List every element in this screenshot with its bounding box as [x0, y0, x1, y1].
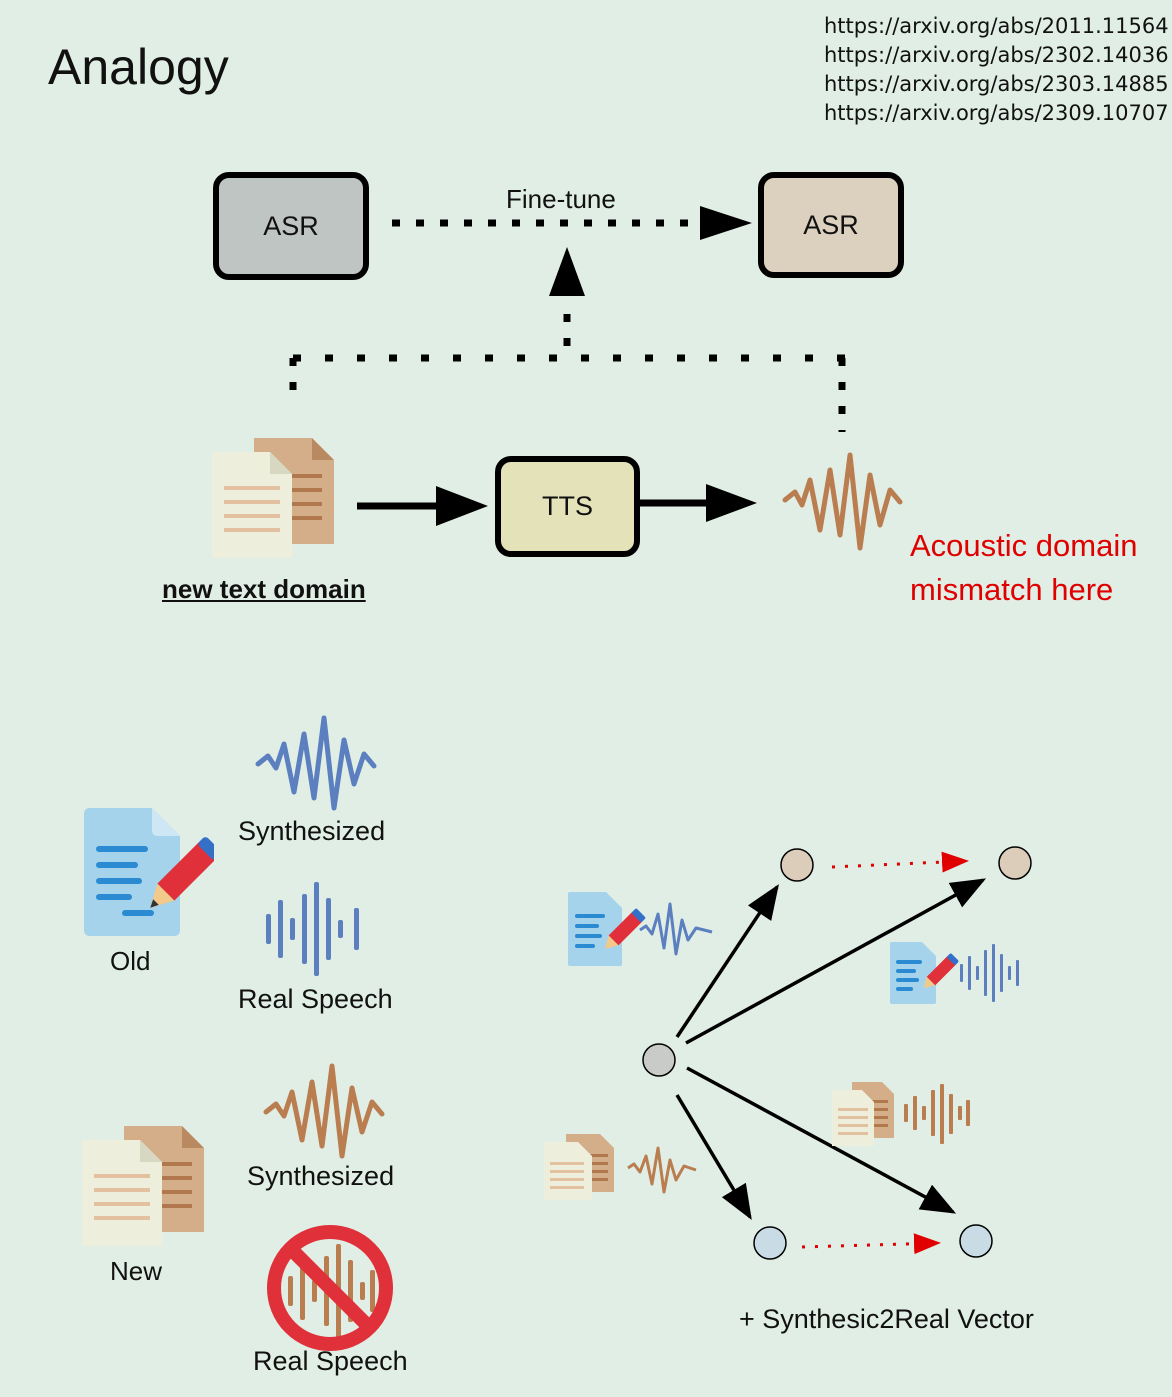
asr-target-label: ASR	[803, 209, 859, 240]
reference-link[interactable]: https://arxiv.org/abs/2302.14036	[824, 43, 1169, 67]
vector-caption: + Synthesic2Real Vector	[739, 1304, 1034, 1334]
page-title: Analogy	[48, 39, 229, 95]
asr-target-box: ASR	[758, 172, 904, 278]
tts-box: TTS	[495, 456, 640, 557]
legend-new-label: New	[110, 1256, 163, 1286]
waveform-icon	[263, 1063, 385, 1159]
up-arrowhead	[549, 247, 585, 296]
document-stack-icon	[82, 1126, 204, 1246]
node-origin	[642, 1043, 676, 1077]
node-old-real	[998, 846, 1032, 880]
vector-arrow-4	[675, 1094, 752, 1221]
node-new-real	[959, 1224, 993, 1258]
finetune-label: Fine-tune	[506, 184, 616, 214]
sound-bars-icon	[266, 882, 359, 976]
reference-link[interactable]: https://arxiv.org/abs/2303.14885	[824, 72, 1169, 96]
legend-new-synth-label: Synthesized	[247, 1161, 395, 1191]
old-real-icon-pair	[890, 942, 1019, 1004]
asr-source-box: ASR	[213, 172, 369, 280]
legend-old-real-label: Real Speech	[238, 984, 393, 1014]
finetune-arrowhead	[700, 206, 752, 240]
node-old-synth	[780, 848, 814, 882]
waveform-icon	[782, 452, 903, 551]
tts-label: TTS	[542, 491, 593, 521]
no-sign-icon	[267, 1225, 393, 1351]
waveform-icon	[255, 715, 377, 811]
tts-to-wave-arrowhead	[706, 484, 757, 522]
new-synth-icon-pair	[544, 1134, 697, 1200]
mismatch-label-line1: Acoustic domain	[910, 528, 1138, 563]
reference-link[interactable]: https://arxiv.org/abs/2011.11564	[824, 14, 1169, 38]
asr-source-label: ASR	[263, 210, 319, 241]
node-new-synth	[753, 1226, 787, 1260]
old-synth-icon-pair	[568, 892, 713, 966]
vector-arrow-1	[675, 884, 779, 1038]
vector-arrow-2	[685, 878, 987, 1045]
document-pen-icon	[84, 808, 214, 936]
legend-old-synth-label: Synthesized	[238, 816, 386, 846]
legend-new-real-label: Real Speech	[253, 1346, 408, 1376]
document-stack-icon	[212, 438, 334, 558]
s2r-vector-top	[831, 851, 969, 873]
text-to-tts-arrowhead	[436, 486, 488, 526]
legend-old-label: Old	[110, 946, 151, 976]
vector-arrow-3	[686, 1066, 957, 1214]
reference-link[interactable]: https://arxiv.org/abs/2309.10707	[824, 101, 1169, 125]
new-text-domain-label: new text domain	[162, 574, 366, 604]
s2r-vector-bottom	[801, 1233, 941, 1255]
new-real-icon-pair	[832, 1082, 970, 1146]
mismatch-label-line2: mismatch here	[910, 572, 1114, 607]
